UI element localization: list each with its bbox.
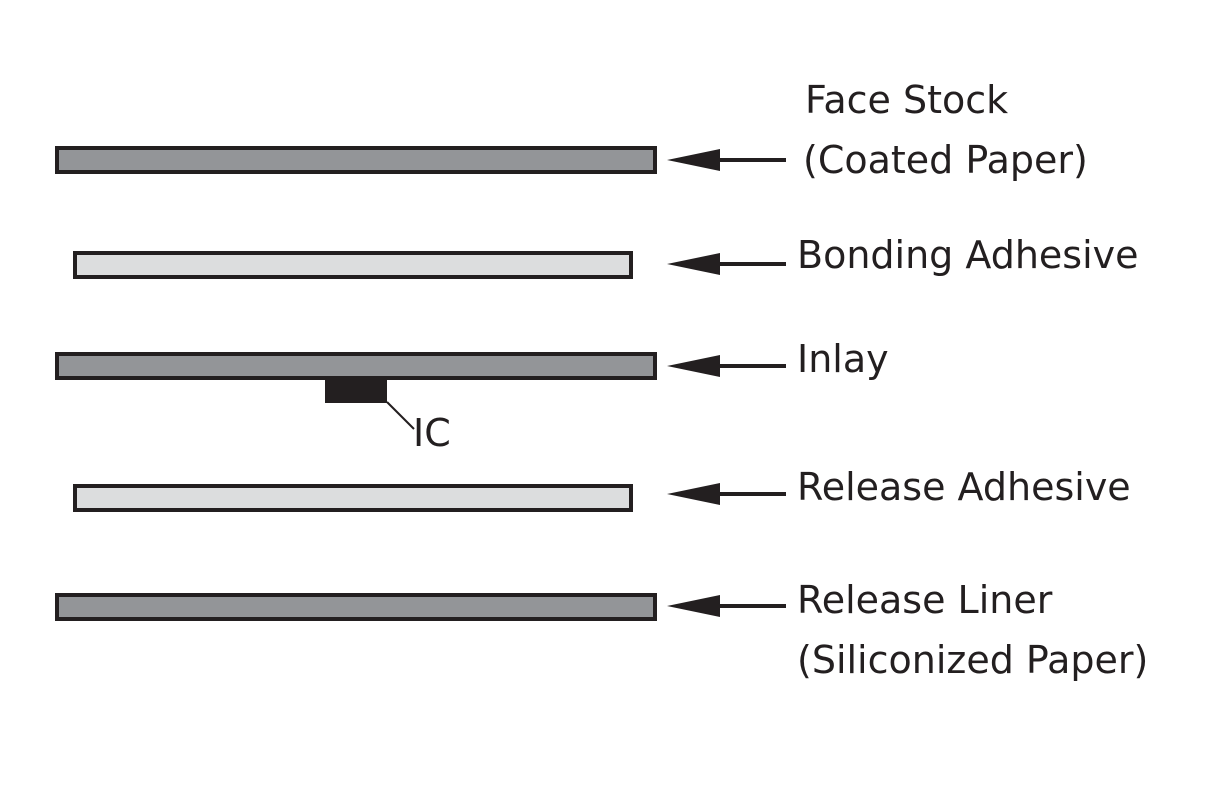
arrow-head-icon — [667, 355, 720, 377]
arrow-head-icon — [667, 149, 720, 171]
ic-leader-line — [386, 401, 415, 430]
release-adhesive-layer — [73, 484, 633, 512]
face-stock-label: Face Stock — [805, 78, 1008, 122]
inlay-layer — [55, 352, 657, 380]
bonding-adhesive-label: Bonding Adhesive — [797, 233, 1139, 277]
arrow-head-icon — [667, 595, 720, 617]
inlay-label: Inlay — [797, 337, 889, 381]
release-liner-layer — [55, 593, 657, 621]
ic-label: IC — [413, 411, 451, 455]
arrow-head-icon — [667, 483, 720, 505]
arrow-head-icon — [667, 253, 720, 275]
face-stock-label: (Coated Paper) — [803, 138, 1088, 182]
release-liner-label: (Siliconized Paper) — [797, 638, 1148, 682]
ic-chip — [325, 378, 387, 403]
release-adhesive-label: Release Adhesive — [797, 465, 1131, 509]
face-stock-layer — [55, 146, 657, 174]
release-liner-label: Release Liner — [797, 578, 1053, 622]
bonding-adhesive-layer — [73, 251, 633, 279]
